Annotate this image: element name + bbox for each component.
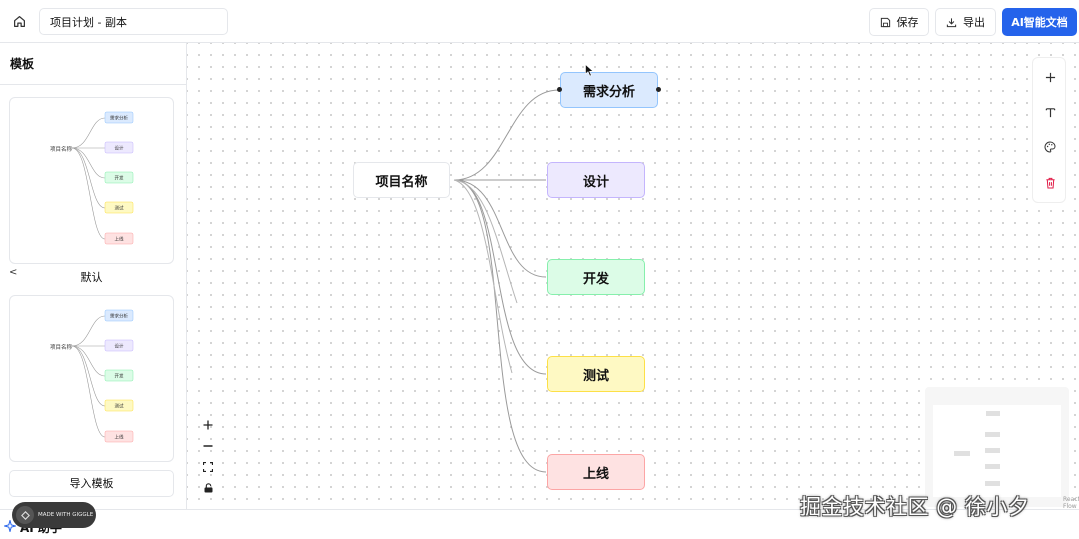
template-root-text: 项目名称	[50, 145, 73, 153]
mindmap-node-requirements[interactable]: 需求分析	[560, 72, 658, 108]
zoom-out-icon	[203, 445, 213, 447]
template-child-text: 上线	[115, 434, 124, 441]
edge-to-child	[453, 179, 547, 473]
react-flow-attribution[interactable]: React Flow	[1063, 496, 1079, 510]
template-child-text: 开发	[115, 373, 124, 380]
sidebar-title: 模板	[10, 57, 35, 71]
template-preview: 项目名称 需求分析 设计 开发 测试 上线	[50, 309, 134, 443]
export-button[interactable]: 导出	[935, 8, 996, 36]
mindmap-node-design[interactable]: 设计	[547, 162, 645, 198]
template-child-text: 需求分析	[110, 115, 128, 122]
ai-document-button[interactable]: AI智能文档	[1002, 8, 1077, 36]
template-child-text: 设计	[115, 145, 124, 152]
template-child-text: 上线	[115, 236, 124, 243]
badge-logo-icon	[16, 506, 34, 524]
template-child-text: 需求分析	[110, 313, 128, 320]
app-header: 保存 导出 AI智能文档	[0, 0, 1079, 43]
template-child-text: 设计	[115, 343, 124, 350]
mindmap-node-develop[interactable]: 开发	[547, 259, 645, 295]
plus-icon	[1045, 72, 1055, 82]
template-child-text: 开发	[115, 175, 124, 182]
text-button[interactable]	[1033, 95, 1067, 129]
add-node-button[interactable]	[1033, 60, 1067, 94]
delete-button[interactable]	[1033, 166, 1067, 200]
fit-view-button[interactable]	[197, 457, 219, 477]
zoom-in-icon	[203, 420, 213, 430]
mindmap-node-test[interactable]: 测试	[547, 356, 645, 392]
mindmap-node-launch[interactable]: 上线	[547, 454, 645, 490]
template-sidebar: 模板 项目名称 需求分析 设计 开发 测试 上线 < 默认	[0, 43, 187, 509]
connection-handle[interactable]	[557, 87, 562, 92]
template-card-2[interactable]: 项目名称 需求分析 设计 开发 测试 上线	[9, 295, 174, 462]
text-icon	[1045, 107, 1055, 117]
template-card-default[interactable]: 项目名称 需求分析 设计 开发 测试 上线	[9, 97, 174, 264]
lock-button[interactable]	[197, 478, 219, 498]
edge-to-child	[453, 89, 560, 181]
template-child-text: 测试	[115, 205, 124, 212]
save-label: 保存	[896, 16, 919, 29]
recording-badge-text: MADE WITH GIGGLE	[38, 512, 94, 518]
collapse-arrow-icon[interactable]: <	[9, 267, 18, 278]
edge-to-child	[453, 179, 547, 375]
template-preview: 项目名称 需求分析 设计 开发 测试 上线	[50, 111, 134, 245]
connection-handle[interactable]	[656, 87, 661, 92]
palette-icon	[1044, 141, 1056, 153]
import-template-button[interactable]: 导入模板	[9, 470, 174, 497]
home-button[interactable]	[8, 10, 30, 32]
export-label: 导出	[963, 16, 985, 29]
bottom-bar: AI 助手	[0, 509, 1079, 539]
mouse-cursor-icon	[585, 62, 594, 81]
ai-document-label: AI智能文档	[1011, 16, 1068, 29]
zoom-out-button[interactable]	[197, 436, 219, 456]
zoom-in-button[interactable]	[197, 415, 219, 435]
template-label-default: 默认	[80, 271, 103, 284]
home-icon	[13, 15, 25, 27]
save-icon	[880, 17, 890, 27]
right-toolbar	[1032, 57, 1066, 203]
fit-view-icon	[203, 462, 213, 472]
template-root-text: 项目名称	[50, 343, 73, 351]
edge-to-child	[453, 179, 547, 278]
sidebar-divider	[0, 84, 186, 85]
recording-badge: MADE WITH GIGGLE	[12, 502, 96, 528]
color-button[interactable]	[1033, 130, 1067, 164]
document-title-input[interactable]	[39, 8, 228, 35]
minimap-viewport	[933, 405, 1061, 497]
sparkle-icon	[4, 520, 16, 532]
template-child-text: 测试	[115, 403, 124, 410]
lock-icon	[204, 483, 212, 493]
zoom-controls	[197, 415, 219, 499]
mindmap-edges	[453, 89, 560, 473]
minimap[interactable]	[925, 387, 1069, 507]
save-button[interactable]: 保存	[869, 8, 929, 36]
trash-icon	[1045, 177, 1055, 189]
mindmap-canvas[interactable]: 项目名称 需求分析 设计 开发 测试 上线	[187, 43, 1079, 510]
watermark-text: 掘金技术社区 @ 徐小夕	[800, 495, 1030, 519]
download-icon	[946, 17, 957, 27]
mindmap-root-node[interactable]: 项目名称	[353, 162, 450, 198]
